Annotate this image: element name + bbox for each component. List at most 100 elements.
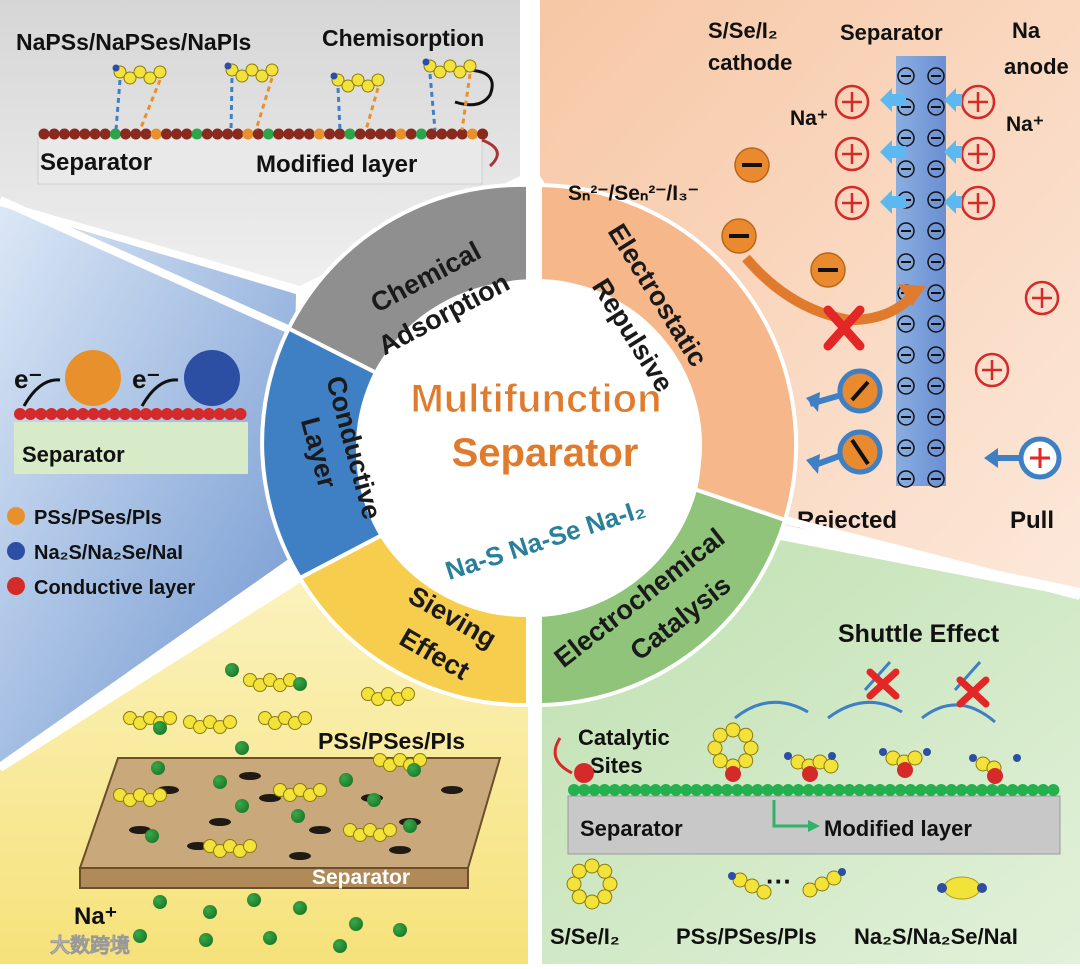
catalysis-bead	[598, 784, 611, 796]
catalysis-modified-layer-beads	[568, 784, 1060, 796]
central-ring	[260, 182, 799, 708]
chem-modified-layer-beads	[38, 128, 489, 140]
na-plus-left-label: Na⁺	[790, 107, 828, 130]
conductive-panel-content: e⁻ e⁻ Separator PSs/PSes/PIs Na₂S/Na₂Se/…	[7, 350, 248, 599]
modified-layer-bead	[354, 128, 366, 140]
electrostatic-separator-bar	[896, 56, 946, 486]
sieve-membrane-top	[78, 757, 502, 869]
ring-bead	[738, 727, 754, 743]
negative-charge	[897, 315, 915, 333]
negative-charge	[927, 160, 945, 178]
sulfur-bead	[133, 65, 147, 79]
sieve-pores	[129, 772, 463, 860]
sodium-sphere	[151, 761, 165, 775]
legend-ring-bead	[571, 889, 587, 905]
conductive-bead	[77, 408, 89, 420]
modified-layer-bead	[273, 128, 285, 140]
polysulfide-bead	[298, 711, 312, 725]
catalysis-legend-na2s-label: Na₂S/Na₂Se/NaI	[854, 924, 1018, 949]
ring-bead	[738, 753, 754, 769]
conductive-bead	[66, 408, 79, 420]
sulfur-bead	[463, 59, 477, 73]
catalysis-bead	[690, 784, 703, 796]
anion-species-label: Sₙ²⁻/Seₙ²⁻/I₃⁻	[568, 182, 699, 205]
catalysis-bead	[731, 784, 744, 796]
catalysis-bead	[904, 784, 917, 796]
catalysis-bead	[588, 784, 601, 796]
legend-chain-bead	[802, 882, 818, 898]
center-title-line1: Multifunction	[410, 377, 661, 421]
center-disc	[370, 279, 702, 611]
negative-charge	[927, 191, 945, 209]
modified-layer-bead	[262, 128, 274, 140]
catalysis-legend-icons	[566, 858, 987, 910]
active-site	[897, 762, 913, 778]
modified-layer-bead	[181, 128, 193, 140]
sodium-sphere	[333, 939, 347, 953]
ring-bead	[712, 753, 728, 769]
sodium-sphere	[349, 917, 363, 931]
negative-charge	[897, 222, 915, 240]
active-site	[802, 766, 818, 782]
catalysis-bead	[619, 784, 631, 796]
sulfur-bead	[123, 71, 137, 85]
conductive-bead	[24, 408, 37, 420]
modified-layer-bead	[334, 128, 346, 140]
modified-layer-bead	[385, 128, 397, 140]
modified-layer-bead	[201, 128, 213, 140]
polysulfide-bead	[243, 839, 257, 853]
legend-na2s-label: Na₂S/Na₂Se/NaI	[34, 542, 183, 564]
modified-layer-bead	[364, 128, 376, 140]
modified-layer-bead	[324, 128, 336, 140]
ring-bead	[743, 740, 759, 756]
sodium-atom	[1013, 754, 1021, 762]
conductive-bead	[119, 408, 131, 420]
sodium-atom	[879, 748, 887, 756]
conductive-separator-band	[14, 422, 248, 474]
cation-symbol	[834, 185, 870, 221]
catalysis-bead	[1006, 784, 1019, 796]
modified-layer-bead	[375, 128, 387, 140]
ring-bead	[712, 727, 728, 743]
catalysis-bead	[710, 784, 723, 796]
cation-arrow	[944, 140, 962, 164]
sieving-panel-content: PSs/PSes/PIs Separator Na⁺ 大数跨境	[50, 663, 502, 957]
electro-separator-label: Separator	[840, 20, 943, 45]
adsorption-bond	[254, 77, 274, 131]
modified-layer-bead	[283, 128, 295, 140]
rejected-anion-2	[806, 429, 883, 475]
legend-ring-bead	[566, 876, 582, 892]
conductive-bead	[171, 408, 184, 420]
sulfur-bead	[371, 73, 385, 87]
center-title-line2: Separator	[452, 431, 639, 475]
sulfur-bead	[235, 69, 249, 83]
conductive-separator-label: Separator	[22, 442, 125, 467]
negative-charge	[927, 315, 945, 333]
modified-layer-bead	[150, 128, 162, 140]
modified-layer-bead	[293, 128, 305, 140]
legend-ring-bead	[597, 889, 613, 905]
catalysis-bead	[700, 784, 713, 796]
sodium-sphere	[367, 793, 381, 807]
anion-balls	[721, 147, 846, 288]
modified-layer-bead	[120, 128, 132, 140]
catalysis-bead	[761, 784, 774, 796]
sodium-atom	[828, 752, 836, 760]
sodium-sphere	[235, 799, 249, 813]
negative-charge	[927, 284, 945, 302]
catalysis-bead	[986, 784, 999, 796]
legend-sodium-atom	[838, 868, 846, 876]
catalytic-sites-label-1: Catalytic	[578, 725, 670, 750]
anode-label-2: anode	[1004, 54, 1069, 79]
pore	[289, 852, 311, 860]
catalysis-bead	[853, 784, 866, 796]
negative-charge	[897, 160, 915, 178]
anion-path-arrowhead	[898, 284, 926, 306]
conductive-bead	[234, 408, 247, 420]
pore	[389, 846, 411, 854]
negative-charge	[897, 377, 915, 395]
modified-layer-bead	[89, 128, 101, 140]
legend-chain-bead	[732, 872, 748, 888]
sulfur-bead	[245, 63, 259, 77]
legend-chain-bead	[744, 878, 760, 894]
